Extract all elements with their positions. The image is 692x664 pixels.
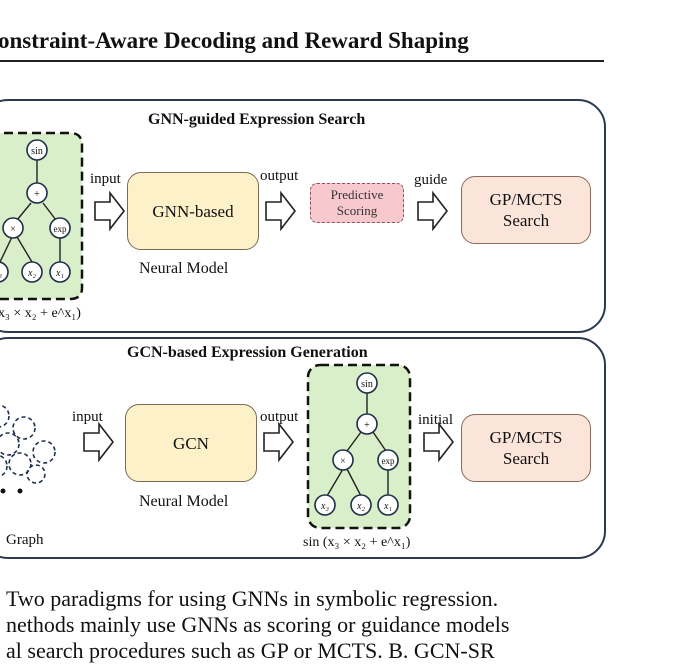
tree-node-exp: exp xyxy=(382,456,395,466)
arrow-icon xyxy=(417,190,449,232)
tree-node-plus: + xyxy=(34,189,40,200)
arrow-icon xyxy=(423,421,455,463)
tree-node-x3: x₃ xyxy=(0,268,2,279)
bottom-initial-label: initial xyxy=(418,412,453,428)
gnn-based-box: GNN-based xyxy=(127,172,259,250)
bottom-panel-title: GCN-based Expression Generation xyxy=(127,344,368,361)
tree-node-sin: sin xyxy=(361,379,373,390)
caption-line: al search procedures such as GP or MCTS.… xyxy=(6,638,495,663)
arrow-icon xyxy=(263,421,295,463)
gcn-box: GCN xyxy=(125,404,257,482)
tree-node-x2: x₂ xyxy=(356,501,365,512)
top-input-label: input xyxy=(90,171,121,187)
tree-node-x3: x₃ xyxy=(320,501,329,512)
caption-line: Two paradigms for using GNNs in symbolic… xyxy=(6,586,499,611)
heading-rule xyxy=(0,60,604,62)
bottom-gp-mcts-search-box: GP/MCTS Search xyxy=(461,414,591,482)
graph-caption: Graph xyxy=(6,532,44,548)
arrow-icon xyxy=(83,421,115,463)
input-graph xyxy=(0,404,56,484)
top-tree-caption: x₃ × x₂ + e^x₁) xyxy=(0,306,81,321)
tree-node-times: × xyxy=(340,456,346,467)
top-guide-label: guide xyxy=(414,172,448,188)
tree-node-sin: sin xyxy=(31,146,43,157)
bottom-input-label: input xyxy=(72,409,103,425)
figure-caption: Two paradigms for using GNNs in symbolic… xyxy=(6,586,509,664)
tree-node-exp: exp xyxy=(54,224,67,234)
tree-node-times: × xyxy=(10,224,16,235)
tree-node-x1: x₁ xyxy=(55,268,64,279)
predictive-scoring-box: Predictive Scoring xyxy=(310,183,404,223)
top-panel-title: GNN-guided Expression Search xyxy=(148,111,366,128)
tree-node-x1: x₁ xyxy=(383,501,392,512)
bottom-neural-model-caption: Neural Model xyxy=(139,493,229,510)
arrow-icon xyxy=(94,190,126,232)
top-output-label: output xyxy=(260,168,299,184)
tree-node-x2: x₂ xyxy=(27,268,36,279)
top-gp-mcts-search-box: GP/MCTS Search xyxy=(461,176,591,244)
tree-node-plus: + xyxy=(364,420,370,431)
bottom-tree-caption: sin (x₃ × x₂ + e^x₁) xyxy=(303,535,411,550)
arrow-icon xyxy=(265,190,297,232)
caption-line: nethods mainly use GNNs as scoring or gu… xyxy=(6,612,510,637)
top-neural-model-caption: Neural Model xyxy=(139,260,229,277)
section-heading: onstraint-Aware Decoding and Reward Shap… xyxy=(0,28,469,53)
bottom-output-label: output xyxy=(260,409,299,425)
